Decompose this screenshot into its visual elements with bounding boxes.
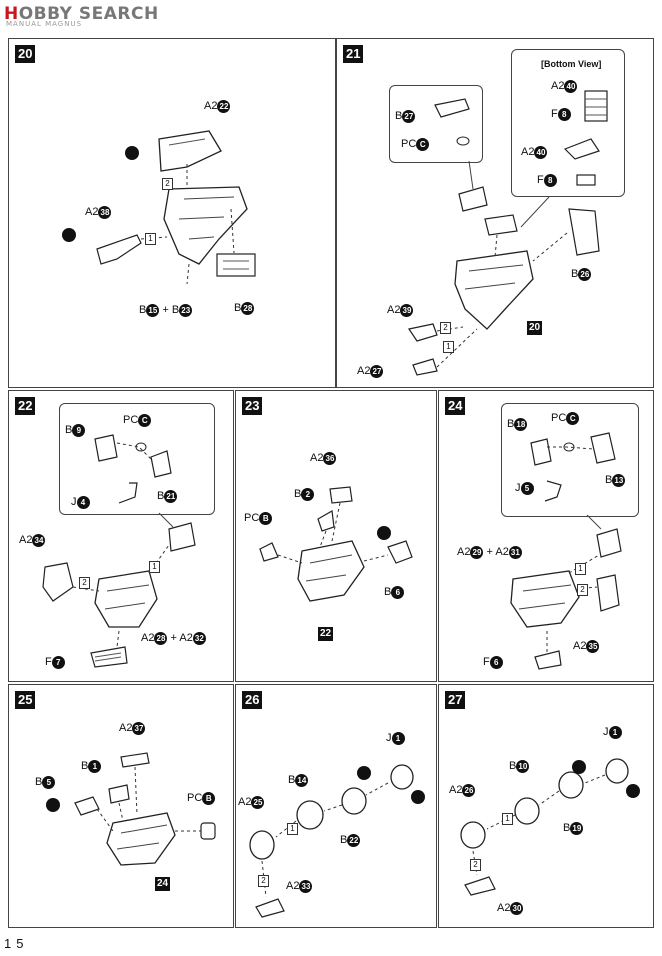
step-23-illustration — [259, 486, 413, 602]
order-number: 2 — [162, 178, 173, 190]
order-number: 2 — [577, 584, 588, 596]
bottom-view-callout — [511, 49, 625, 197]
step-reference-20: 20 — [527, 321, 543, 335]
step-number: 23 — [242, 397, 263, 415]
step-24-illustration — [510, 432, 622, 670]
order-number: 1 — [443, 341, 454, 353]
step-number: 26 — [242, 691, 263, 709]
step-number: 25 — [15, 691, 36, 709]
step-number: 22 — [15, 397, 36, 415]
order-number: 2 — [79, 577, 90, 589]
step-22-illustration — [42, 434, 196, 668]
detail-callout — [389, 85, 483, 163]
step-number: 27 — [445, 691, 466, 709]
page-header: HOBBY SEARCH MANUAL MAGNUS — [0, 0, 662, 30]
order-number: 2 — [440, 322, 451, 334]
step-27-illustration — [460, 758, 640, 896]
order-number: 1 — [502, 813, 513, 825]
step-25-illustration — [46, 752, 216, 866]
step-reference-22: 22 — [318, 627, 334, 641]
hobby-search-logo: HOBBY SEARCH — [4, 4, 159, 24]
order-number: 1 — [149, 561, 160, 573]
order-number: 2 — [470, 859, 481, 871]
step-26-illustration — [249, 764, 425, 918]
page-number: 15 — [4, 936, 29, 951]
manual-subtitle: MANUAL MAGNUS — [6, 20, 83, 28]
step-number: 20 — [15, 45, 36, 63]
step-number: 24 — [445, 397, 466, 415]
order-number: 1 — [575, 563, 586, 575]
step-21-illustration — [408, 90, 608, 376]
order-number: 2 — [258, 875, 269, 887]
order-number: 1 — [287, 823, 298, 835]
order-number: 1 — [145, 233, 156, 245]
step-reference-24: 24 — [155, 877, 171, 891]
bottom-view-title: [Bottom View] — [541, 59, 602, 69]
step-20-illustration — [62, 130, 256, 285]
step-number: 21 — [343, 45, 364, 63]
